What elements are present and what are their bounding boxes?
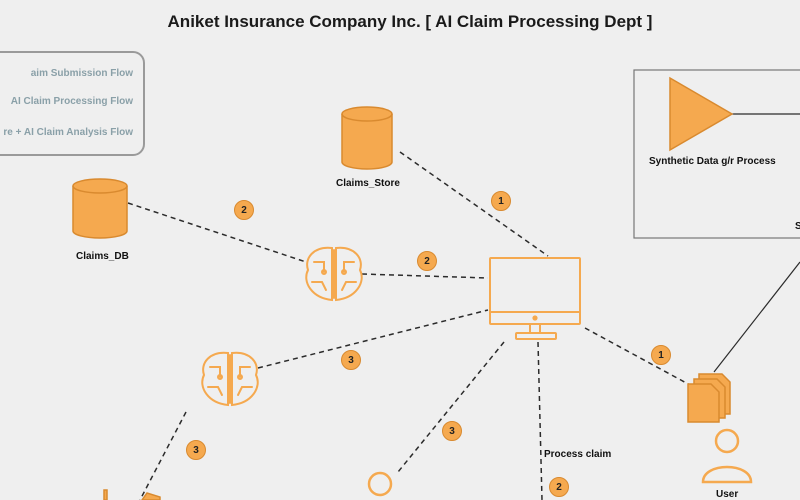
computer-monitor-icon (489, 257, 581, 340)
ai-brain-icon-1 (305, 246, 363, 302)
step-badge: 1 (651, 345, 671, 365)
step-badge: 1 (491, 191, 511, 211)
edge-store-computer (399, 151, 549, 257)
claims-db-label: Claims_DB (76, 251, 129, 262)
edge-brain2-bottom (139, 411, 187, 500)
person-icon-partial (367, 471, 393, 497)
process-claim-label: Process claim (544, 449, 612, 460)
step-badge: 3 (341, 350, 361, 370)
page-title: Aniket Insurance Company Inc. [ AI Claim… (167, 12, 653, 31)
step-badge: 2 (417, 251, 437, 271)
partial-node-label: S (795, 221, 800, 232)
edge-brain1-computer (361, 273, 489, 279)
step-badge: 2 (234, 200, 254, 220)
step-badge: 2 (549, 477, 569, 497)
edge-db-brain1 (127, 202, 307, 263)
synthetic-triangle-icon (669, 76, 734, 152)
step-badge: 3 (186, 440, 206, 460)
user-label: User (716, 489, 739, 500)
partial-shape-bottom-left (103, 489, 161, 500)
synthetic-process-box (633, 69, 800, 239)
claims-store-cylinder-icon (341, 106, 393, 170)
edge-docs-synthetic (713, 261, 800, 373)
legend-item-processing: AI Claim Processing Flow (10, 96, 133, 107)
edge-computer-docs (584, 327, 691, 386)
documents-icon (687, 373, 731, 423)
synthetic-process-label: Synthetic Data g/r Process (649, 156, 776, 167)
ai-brain-icon-2 (201, 351, 259, 407)
legend-box: aim Submission Flow AI Claim Processing … (0, 51, 145, 156)
edge-computer-person (397, 341, 505, 473)
user-person-icon (701, 428, 753, 484)
claims-store-label: Claims_Store (336, 178, 400, 189)
edge-process-claim (537, 341, 543, 500)
claims-db-cylinder-icon (72, 178, 128, 239)
edge-brain2-computer (257, 309, 489, 369)
step-badge: 3 (442, 421, 462, 441)
legend-item-analysis: re + AI Claim Analysis Flow (3, 127, 133, 138)
legend-item-submission: aim Submission Flow (30, 68, 133, 79)
